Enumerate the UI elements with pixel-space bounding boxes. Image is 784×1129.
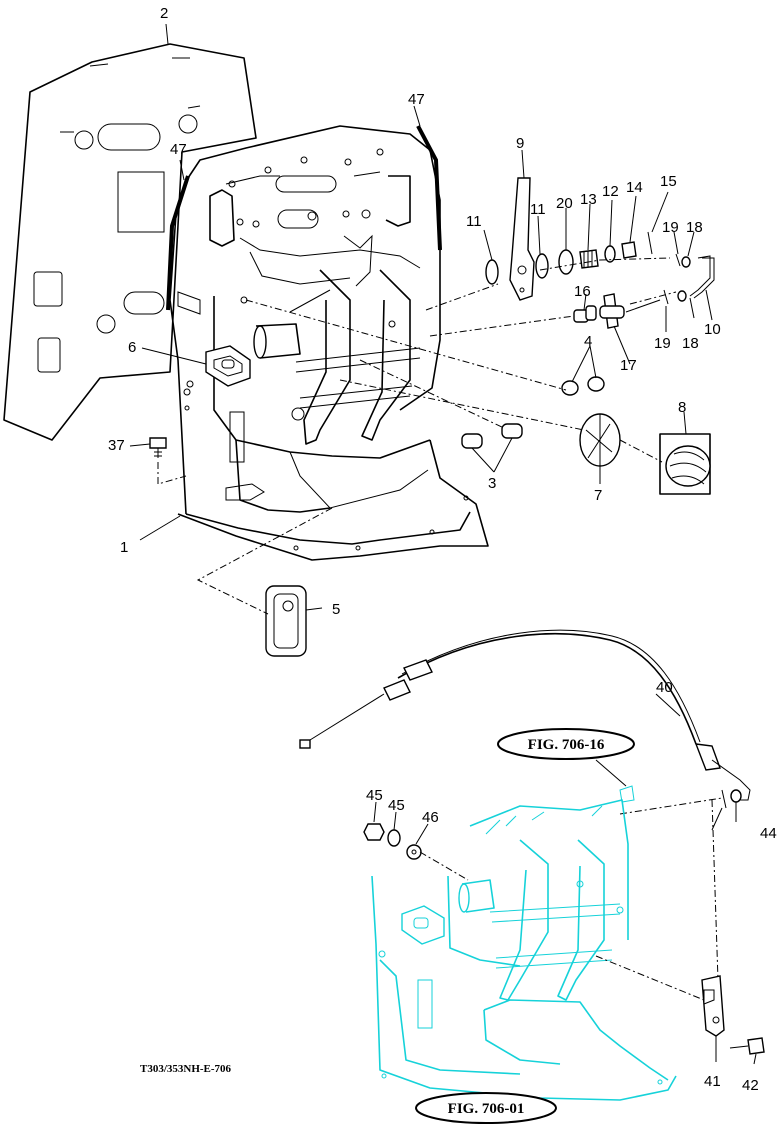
shaft-stack xyxy=(485,231,653,285)
guide-line-ref xyxy=(419,851,705,1001)
pedal-frame xyxy=(169,125,489,561)
callout-10: 10 xyxy=(704,321,721,338)
pedal-arm xyxy=(509,177,535,301)
guide-line-pivot xyxy=(429,291,677,337)
callout-18b: 18 xyxy=(682,335,699,352)
callout-1: 1 xyxy=(120,539,128,556)
boot-gasket xyxy=(265,585,307,657)
cable-bracket xyxy=(701,975,725,1037)
callout-11a: 11 xyxy=(466,213,482,230)
callout-14: 14 xyxy=(626,179,643,196)
guide-line-5 xyxy=(196,507,333,615)
drawing-code: T303/353NH-E-706 xyxy=(140,1063,232,1075)
callout-19b: 19 xyxy=(654,335,671,352)
guide-line-shaft xyxy=(425,257,671,311)
front-panel-sheet xyxy=(3,43,257,441)
callout-2: 2 xyxy=(160,5,168,22)
throttle-cable xyxy=(299,629,751,801)
figure-ref-upper-label: FIG. 706-16 xyxy=(528,737,605,753)
callout-15: 15 xyxy=(660,173,677,190)
grommet-panel xyxy=(659,433,711,495)
callout-40: 40 xyxy=(656,679,673,696)
clip-washer xyxy=(721,789,742,809)
callout-43: 45 xyxy=(366,787,383,804)
callout-4: 4 xyxy=(584,333,592,350)
guide-line-3 xyxy=(339,359,585,431)
pivot-bracket xyxy=(573,293,661,329)
callout-12: 12 xyxy=(602,183,619,200)
callout-6: 6 xyxy=(128,339,136,356)
callout-20: 20 xyxy=(556,195,573,212)
callout-13: 13 xyxy=(580,191,597,208)
grommet xyxy=(579,413,621,467)
callout-16: 17 xyxy=(620,357,637,374)
guide-line-4 xyxy=(245,299,567,391)
figure-ref-lower-label: FIG. 706-01 xyxy=(448,1101,525,1117)
callout-18a: 18 xyxy=(686,219,703,236)
bushing-pair xyxy=(561,376,605,396)
pedal-bolts xyxy=(461,423,523,449)
guide-line-37 xyxy=(157,462,187,485)
figure-ref-upper[interactable]: FIG. 706-16 xyxy=(497,728,635,760)
callout-9: 9 xyxy=(516,135,524,152)
callout-47b: 47 xyxy=(170,141,187,158)
edge-trim-pair xyxy=(166,125,442,311)
callout-7: 7 xyxy=(594,487,602,504)
guide-line-7 xyxy=(619,439,663,463)
nut-stack xyxy=(363,823,422,860)
callout-41: 41 xyxy=(704,1073,721,1090)
callout-3: 3 xyxy=(488,475,496,492)
callout-45a: 46 xyxy=(422,809,439,826)
bolt-42 xyxy=(729,1037,765,1055)
reference-assembly xyxy=(371,785,677,1101)
callout-45b: 44 xyxy=(760,825,777,842)
guide-line-40 xyxy=(619,797,723,981)
pedal-pad xyxy=(205,345,251,387)
callout-44: 45 xyxy=(388,797,405,814)
callout-labels: 2 47 47 6 9 11 11 20 13 12 14 15 19 18 1… xyxy=(108,5,777,1094)
callout-17: 16 xyxy=(574,283,591,300)
callout-42: 42 xyxy=(742,1077,759,1094)
callout-11b: 11 xyxy=(530,201,546,218)
screw-37 xyxy=(149,437,167,458)
callout-47a: 47 xyxy=(408,91,425,108)
figure-ref-lower[interactable]: FIG. 706-01 xyxy=(415,1092,557,1124)
callout-37: 37 xyxy=(108,437,125,454)
callout-19a: 19 xyxy=(662,219,679,236)
leader-lines xyxy=(129,23,757,1065)
callout-8: 8 xyxy=(678,399,686,416)
link-rod-set xyxy=(663,253,715,305)
callout-5: 5 xyxy=(332,601,340,618)
